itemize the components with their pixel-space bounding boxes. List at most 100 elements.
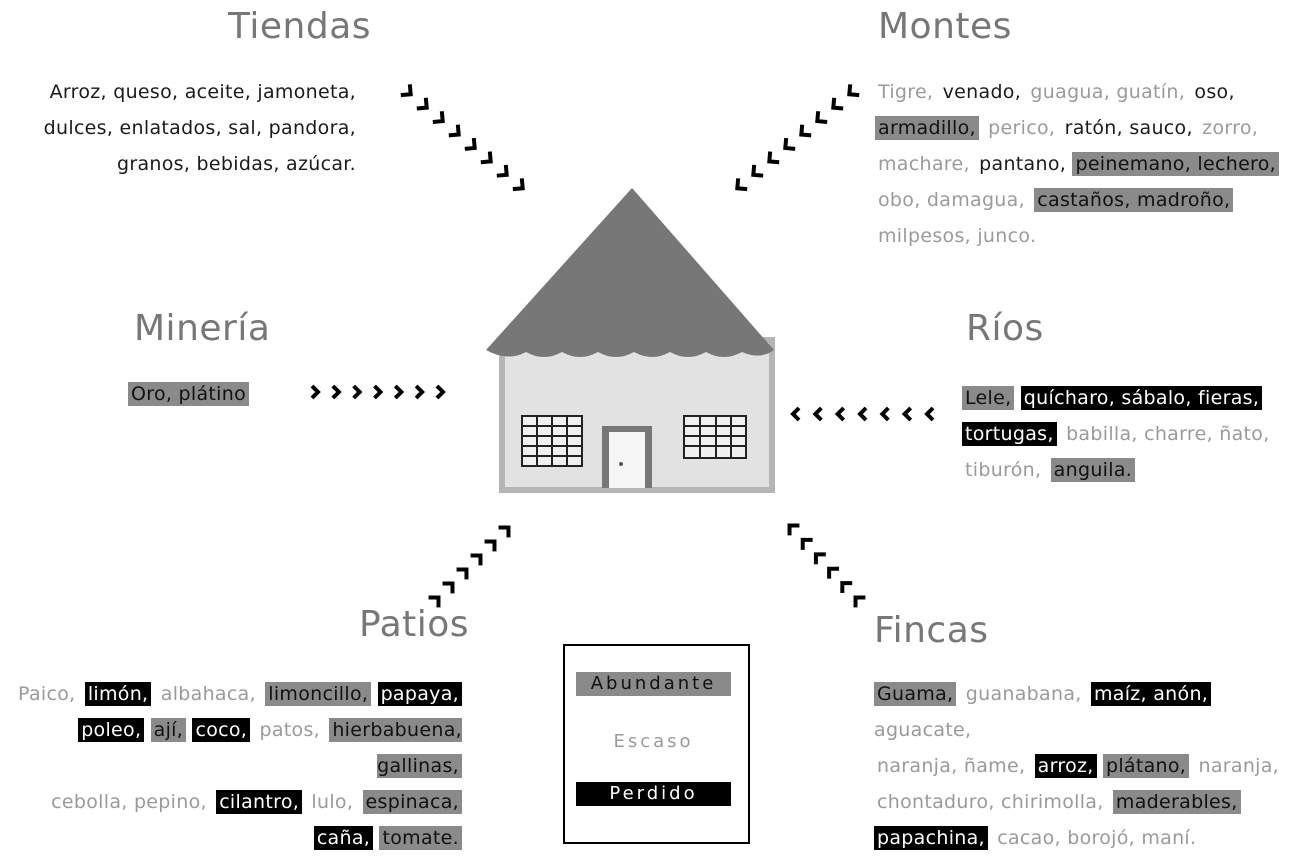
chevron [352,384,363,400]
species-token: granos, bebidas, azúcar. [117,153,356,175]
species-token: cilantro, [216,790,303,814]
paragraph-line: tiburón, anguila. [962,452,1282,488]
paragraph-line: Oro, plátino [128,376,328,412]
arrows-layer [310,84,935,608]
species-token: quícharo, sábalo, fieras, [1020,386,1263,410]
paragraph-line: Guama, guanabana, maíz, anón, aguacate, [874,676,1290,748]
paragraph-line: armadillo, perico, ratón, sauco, zorro, [875,110,1285,146]
chevron [484,539,497,552]
paragraph-line: Lele, quícharo, sábalo, fieras, [962,380,1282,416]
chevron [783,137,796,151]
species-token: tiburón, [965,459,1048,481]
paragraph-rios: Lele, quícharo, sábalo, fieras, tortugas,… [962,380,1282,488]
title-rios: Ríos [966,308,1044,349]
arrow-rios [790,406,935,422]
chevron [735,178,748,192]
chevron [448,124,461,138]
chevron [470,553,483,566]
paragraph-line: poleo, ají, coco, patos, hierbabuena, ga… [0,712,462,784]
left-window [521,415,583,467]
chevron [310,384,321,400]
title-fincas: Fincas [874,610,989,651]
arrow-tiendas [400,84,525,192]
species-token: aguacate, [874,719,972,741]
legend-perdido: Perdido [576,782,731,806]
species-token: limoncillo, [265,682,372,706]
chevron [331,384,342,400]
species-token: maíz, anón, [1090,682,1212,706]
species-token: milpesos, junco. [878,225,1037,247]
chevron [800,537,813,550]
paragraph-tiendas: Arroz, queso, aceite, jamoneta, dulces, e… [10,74,356,182]
species-token: peinemano, lechero, [1072,152,1280,176]
chevron [834,406,846,422]
chevron [924,406,935,422]
species-token: Lele, [962,386,1015,410]
chevron [853,595,866,608]
species-token: ratón, sauco, [1064,117,1193,139]
species-token: machare, [878,153,977,175]
chevron [498,525,511,538]
species-token: tortugas, [962,422,1057,446]
species-token: albahaca, [154,683,263,705]
arrow-patios [428,525,511,608]
chevron [373,384,384,400]
chevron [879,406,890,422]
species-token: patos, [253,719,327,741]
chevron [432,111,445,124]
paragraph-line: machare, pantano, peinemano, lechero, [875,146,1285,182]
species-token: oso, [1194,81,1235,103]
chevron [414,384,425,400]
species-token: naranja, [1192,755,1280,777]
title-mineria: Minería [134,308,271,349]
species-token: perico, [981,117,1062,139]
chevron [827,566,840,579]
species-token: espinaca, [362,790,462,814]
species-token: babilla, charre, ñato, [1059,423,1270,445]
chevron [456,567,469,580]
paragraph-line: granos, bebidas, azúcar. [10,146,356,182]
species-token: venado, [942,81,1022,103]
house-door [602,426,652,488]
chevron [751,164,764,178]
species-token: plátano, [1102,754,1190,778]
legend: Abundante Escaso Perdido [563,644,750,844]
species-token: anguila. [1050,458,1136,482]
chevron [857,406,868,422]
paragraph-line: Arroz, queso, aceite, jamoneta, [10,74,356,110]
species-token: chontaduro, chirimolla, [877,791,1110,813]
species-token: armadillo, [875,116,979,140]
arrow-mineria [310,384,446,400]
species-token: dulces, enlatados, sal, pandora, [43,117,356,139]
species-token: Oro, plátino [128,382,250,406]
species-token: limón, [84,682,152,706]
chevron [480,151,493,165]
species-token: poleo, [78,718,145,742]
chevron [512,178,525,192]
chevron [464,137,477,151]
chevron [416,97,429,111]
species-token: coco, [192,718,251,742]
chevron [400,84,413,98]
chevron [901,406,913,422]
title-patios: Patios [359,604,470,645]
chevron [790,406,801,422]
species-token: obo, damagua, [878,189,1032,211]
chevron [799,124,812,138]
species-token: Guama, [874,682,957,706]
house-illustration [486,188,775,493]
species-token: zorro, [1195,117,1259,139]
species-token: papaya, [377,682,462,706]
arrow-montes [735,84,860,192]
species-token: Arroz, queso, aceite, jamoneta, [49,81,356,103]
legend-escaso: Escaso [613,731,694,752]
chevron [393,384,405,400]
paragraph-montes: Tigre, venado, guagua, guatín, oso,armad… [875,74,1285,254]
chevron [435,384,446,400]
species-token: guanabana, [959,683,1088,705]
paragraph-mineria: Oro, plátino [128,376,328,412]
chevron [442,581,455,594]
species-token: lulo, [305,791,360,813]
chevron [767,151,780,165]
chevron [847,84,860,98]
